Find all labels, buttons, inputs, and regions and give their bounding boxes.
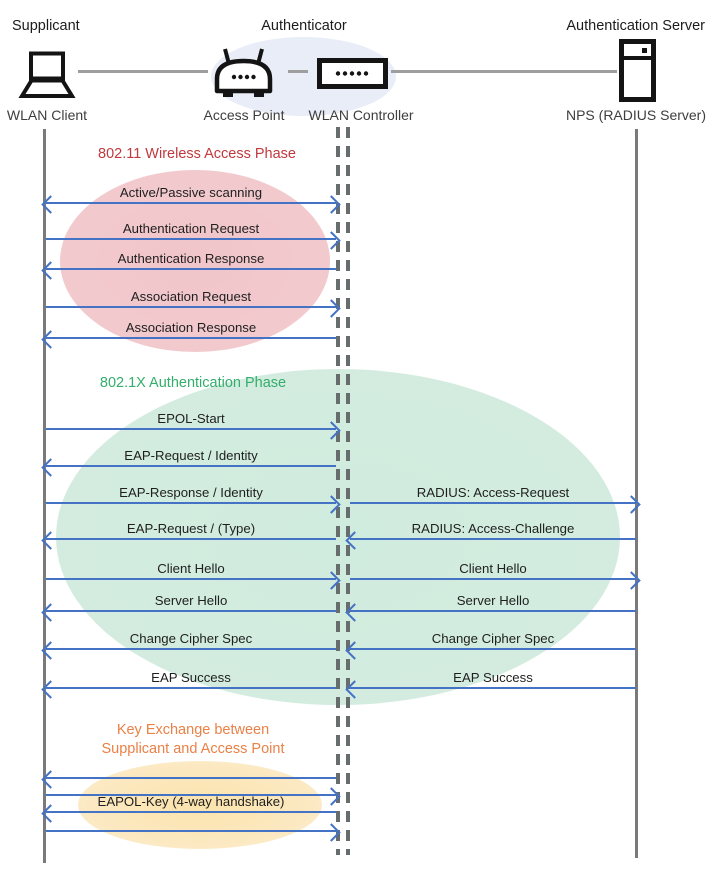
message-label: Authentication Request: [122, 221, 260, 237]
message-row: [41, 770, 336, 789]
node-label-wlan-controller: WLAN Controller: [308, 107, 414, 123]
message-row: Change Cipher Spec: [345, 631, 636, 660]
message-label: Client Hello: [157, 561, 225, 577]
message-label: Client Hello: [459, 561, 527, 577]
message-label: RADIUS: Access-Challenge: [411, 521, 575, 537]
connector-line: [78, 70, 208, 73]
connector-line: [391, 70, 617, 73]
message-row: Association Response: [41, 320, 336, 349]
phase1-ellipse: [60, 170, 330, 352]
message-row: Active/Passive scanning: [41, 185, 341, 214]
server-icon: [619, 39, 656, 102]
node-label-access-point: Access Point: [203, 107, 285, 123]
message-label: EAP-Request / Identity: [124, 448, 258, 464]
laptop-icon: [15, 51, 77, 100]
phase3-ellipse: [78, 761, 322, 849]
message-label: EAP-Response / Identity: [119, 485, 263, 501]
message-row: EAP-Request / Identity: [41, 448, 336, 477]
message-row: EPOL-Start: [46, 411, 341, 440]
message-row: [46, 787, 341, 806]
message-row: EAPOL-Key (4-way handshake): [41, 794, 336, 823]
role-authentication-server: Authentication Server: [566, 18, 705, 34]
wlan-controller-icon: [317, 58, 388, 89]
message-label: Server Hello: [154, 593, 228, 609]
message-row: EAP Success: [41, 670, 336, 699]
message-row: Server Hello: [41, 593, 336, 622]
message-label: EAP Success: [453, 670, 533, 686]
message-row: EAP-Response / Identity: [46, 485, 341, 514]
message-row: Association Request: [46, 289, 341, 318]
message-row: [46, 823, 341, 842]
lifeline-wlan-client: [43, 129, 46, 863]
message-label: EAPOL-Key (4-way handshake): [97, 794, 285, 810]
message-row: EAP-Request / (Type): [41, 521, 336, 550]
message-row: Server Hello: [345, 593, 636, 622]
phase2-title: 802.1X Authentication Phase: [99, 375, 287, 391]
phase1-title: 802.11 Wireless Access Phase: [98, 146, 296, 162]
node-label-wlan-client: WLAN Client: [6, 107, 88, 123]
message-row: Change Cipher Spec: [41, 631, 336, 660]
lifeline-radius-server: [635, 129, 638, 858]
role-supplicant: Supplicant: [12, 18, 80, 34]
message-label: Association Request: [130, 289, 252, 305]
message-row: Authentication Response: [41, 251, 336, 280]
message-row: RADIUS: Access-Request: [350, 485, 641, 514]
message-row: Client Hello: [46, 561, 341, 590]
lifeline-controller-dashed: [346, 127, 350, 855]
message-label: Active/Passive scanning: [119, 185, 263, 201]
message-label: RADIUS: Access-Request: [416, 485, 570, 501]
message-row: Authentication Request: [46, 221, 341, 250]
role-authenticator: Authenticator: [261, 18, 347, 34]
message-label: Association Response: [125, 320, 257, 336]
message-label: EPOL-Start: [157, 411, 225, 427]
message-label: Change Cipher Spec: [431, 631, 555, 647]
phase3-title: Key Exchange between Supplicant and Acce…: [101, 722, 285, 757]
message-row: RADIUS: Access-Challenge: [345, 521, 636, 550]
access-point-icon: [212, 46, 275, 99]
message-label: EAP Success: [151, 670, 231, 686]
message-row: EAP Success: [345, 670, 636, 699]
node-label-nps: NPS (RADIUS Server): [565, 107, 707, 123]
lifeline-controller-dashed: [336, 127, 340, 855]
message-row: Client Hello: [350, 561, 641, 590]
message-label: EAP-Request / (Type): [126, 521, 256, 537]
connector-line: [288, 70, 308, 73]
message-label: Authentication Response: [117, 251, 265, 267]
message-label: Change Cipher Spec: [129, 631, 253, 647]
message-label: Server Hello: [456, 593, 530, 609]
